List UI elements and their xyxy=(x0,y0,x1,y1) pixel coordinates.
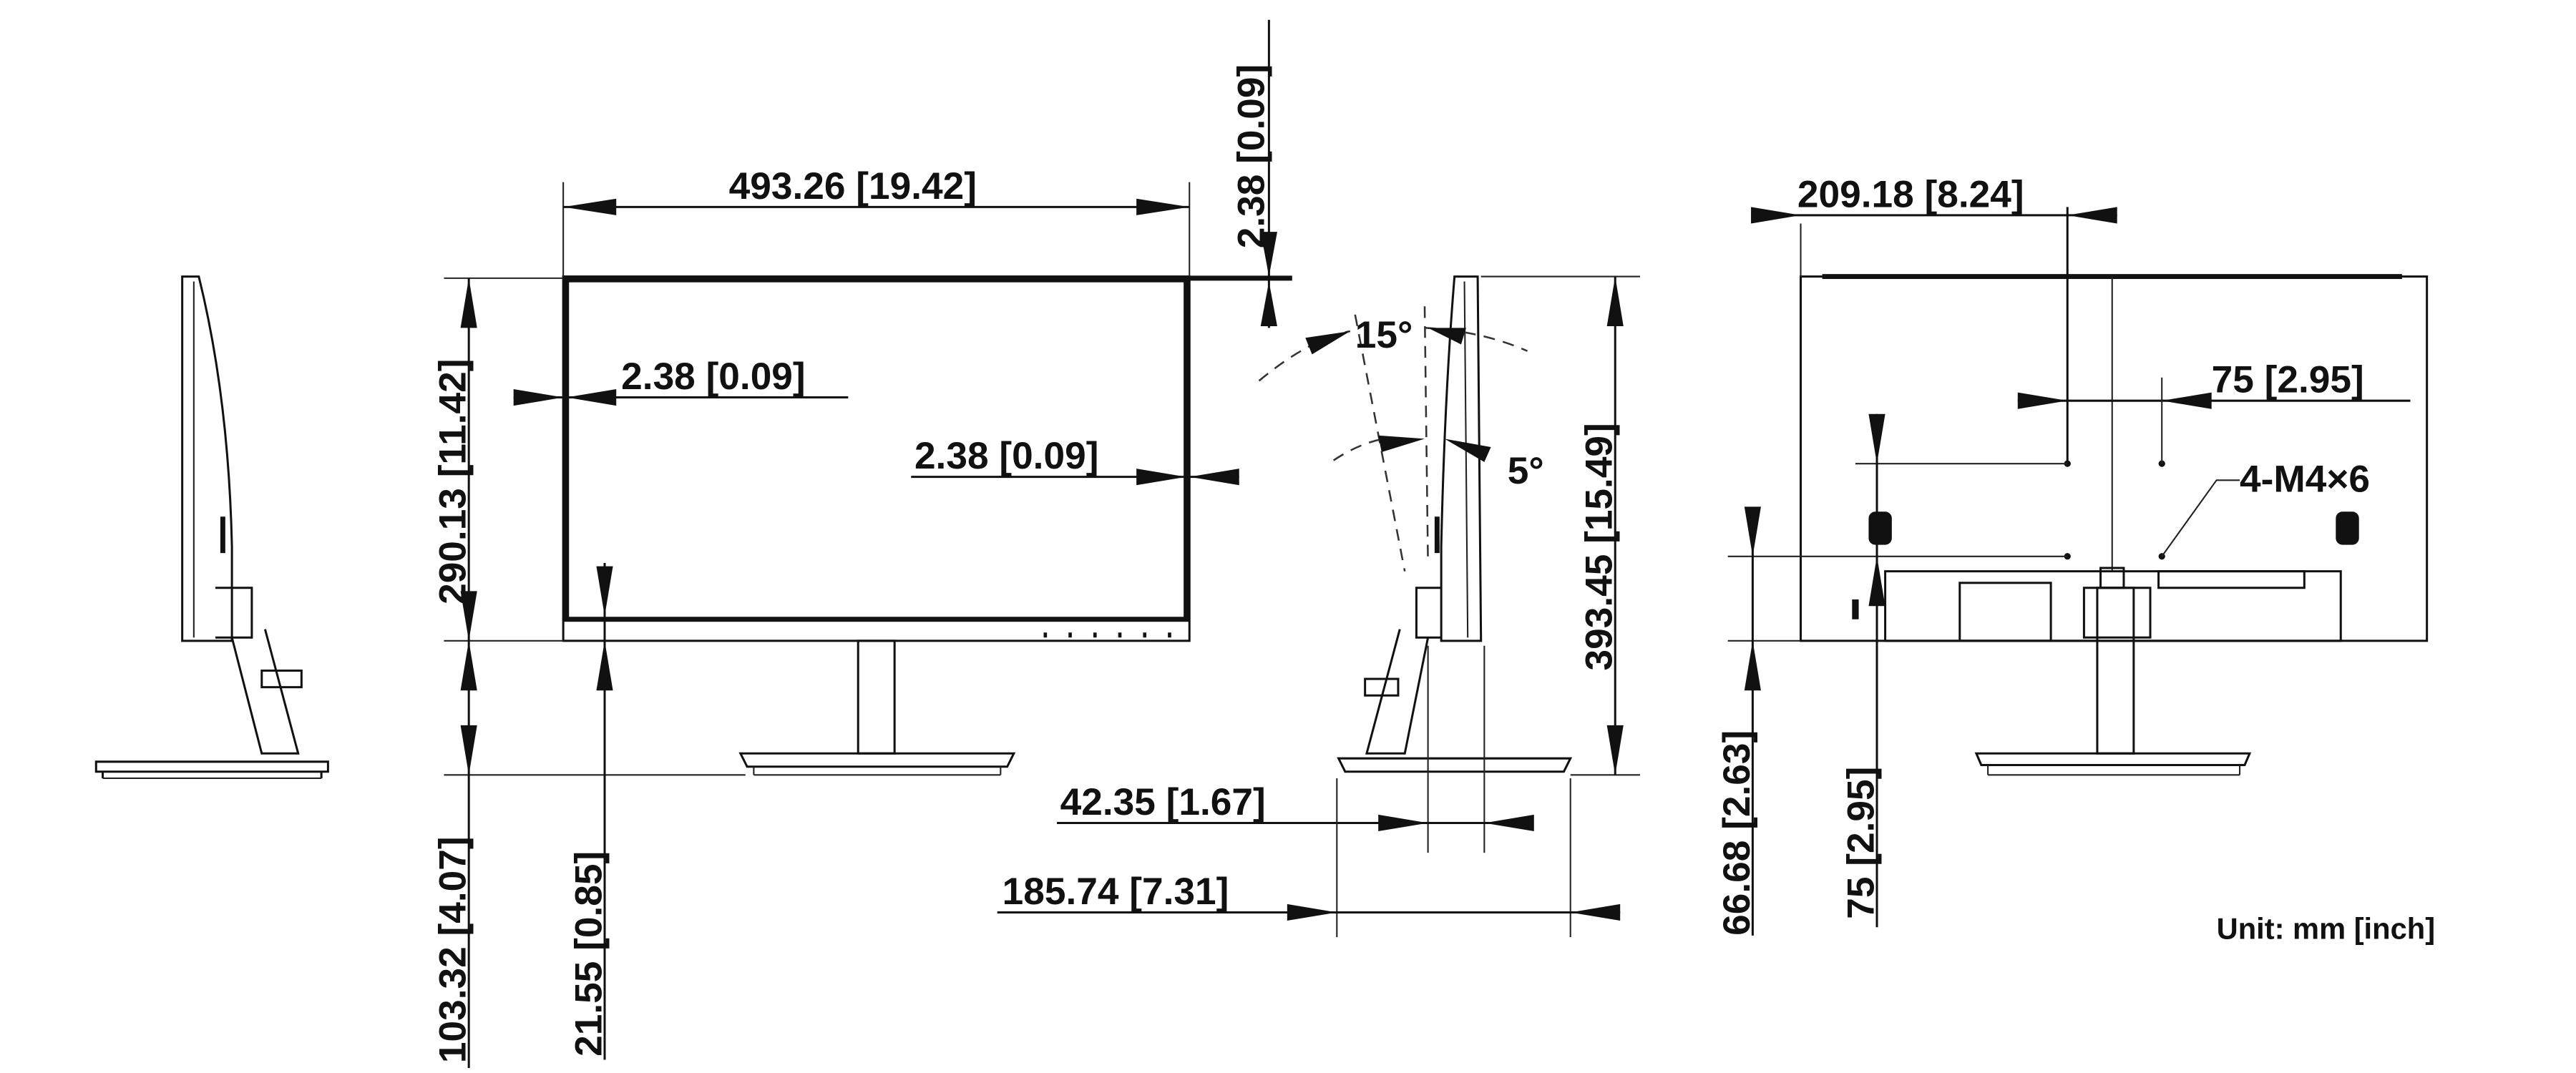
stand-height-label: 103.32 [4.07] xyxy=(432,836,474,1063)
vesa-h-label: 75 [2.95] xyxy=(2212,359,2364,401)
rear-button-left xyxy=(1868,511,1892,545)
side-view: 15° 5° 393.45 [15.49] 42.35 [1.67] 185.7… xyxy=(997,275,1640,938)
rear-view: 209.18 [8.24] 75 [2.95] 4-M4×6 75 [2.95]… xyxy=(1716,173,2429,936)
bottom-bezel-label: 21.55 [0.85] xyxy=(567,851,610,1057)
screen-height-label: 290.13 [11.42] xyxy=(432,359,474,604)
vesa-bottom-label: 66.68 [2.63] xyxy=(1716,730,1758,936)
width-label: 493.26 [19.42] xyxy=(729,165,977,207)
left-side-profile xyxy=(94,275,329,780)
front-buttons xyxy=(1043,632,1171,638)
left-bezel-label: 2.38 [0.09] xyxy=(621,356,805,398)
front-view: 493.26 [19.42] 2.38 [0.09] 2.38 [0.09] 2… xyxy=(432,19,1292,1069)
tilt-back-label: 15° xyxy=(1355,314,1413,356)
top-bezel-label: 2.38 [0.09] xyxy=(1230,64,1272,248)
tilt-forward-label: 5° xyxy=(1508,450,1544,492)
screw-label: 4-M4×6 xyxy=(2240,459,2370,501)
total-height-label: 393.45 [15.49] xyxy=(1579,423,1621,670)
rear-button-right xyxy=(2336,511,2359,545)
unit-note: Unit: mm [inch] xyxy=(2217,912,2435,946)
base-depth-label: 185.74 [7.31] xyxy=(1002,871,1229,913)
vesa-holes xyxy=(2064,460,2165,560)
depth-label: 42.35 [1.67] xyxy=(1060,781,1266,823)
right-bezel-label: 2.38 [0.09] xyxy=(914,435,1098,477)
offset-label: 209.18 [8.24] xyxy=(1797,173,2024,215)
vesa-v-label: 75 [2.95] xyxy=(1840,767,1882,919)
